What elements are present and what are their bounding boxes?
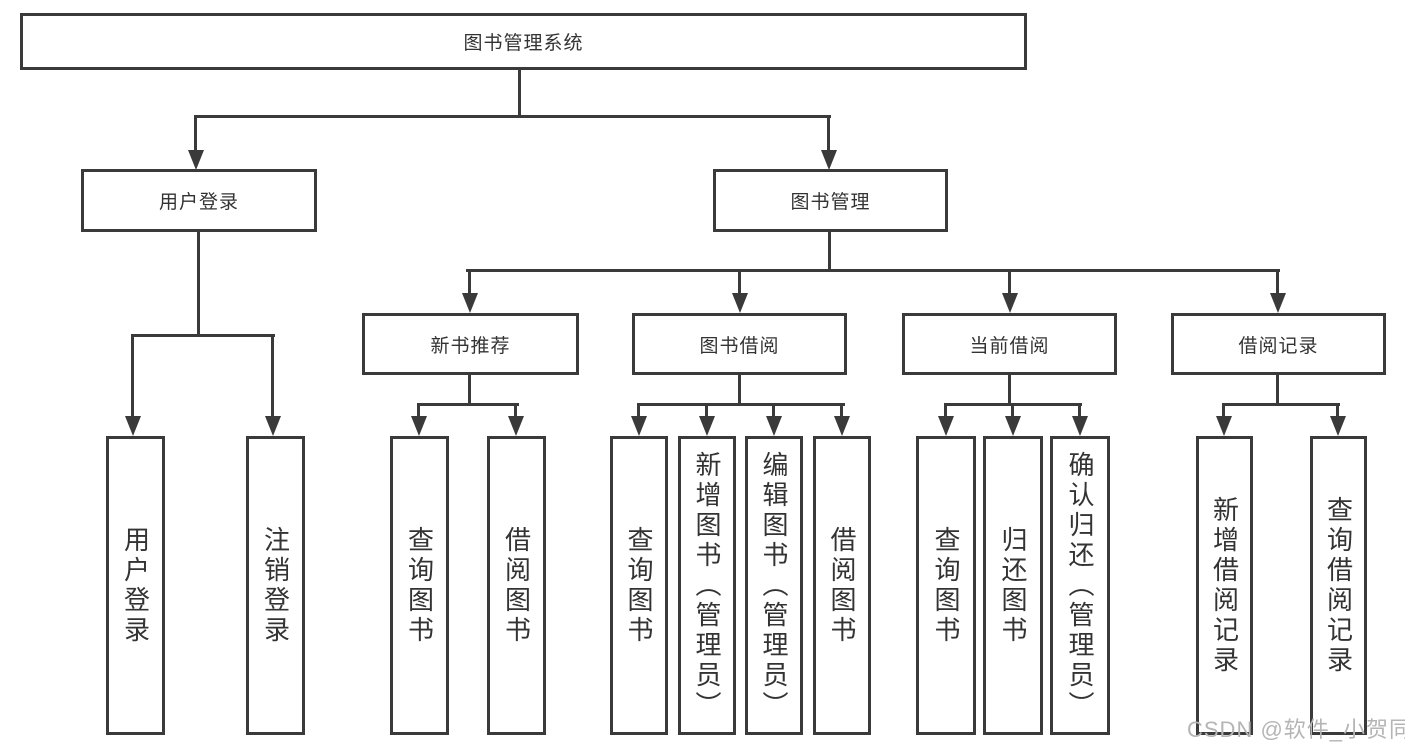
leaf-query-book-3: 查询图书 bbox=[916, 436, 976, 735]
node-label: 图书管理系统 bbox=[463, 33, 584, 54]
connector-line bbox=[1008, 269, 1011, 295]
node-label: 图书管理 bbox=[790, 192, 871, 213]
connector-line bbox=[197, 232, 200, 336]
connector-line bbox=[637, 403, 845, 406]
node-user-login: 用户登录 bbox=[81, 169, 317, 232]
node-label: 图书借阅 bbox=[699, 335, 780, 357]
node-label: 归还图书 bbox=[998, 525, 1028, 646]
arrowhead-down-icon bbox=[188, 150, 204, 170]
connector-line bbox=[828, 232, 831, 272]
arrowhead-down-icon bbox=[508, 416, 524, 436]
node-label: 查询图书 bbox=[931, 525, 961, 646]
arrowhead-down-icon bbox=[462, 293, 478, 313]
connector-line bbox=[1336, 403, 1339, 418]
arrowhead-down-icon bbox=[411, 416, 427, 436]
node-label: 编辑图书（管理员） bbox=[759, 450, 789, 721]
node-label: 查询借阅记录 bbox=[1323, 495, 1354, 676]
node-book-borrow: 图书借阅 bbox=[632, 313, 847, 375]
arrowhead-down-icon bbox=[938, 416, 954, 436]
connector-line bbox=[738, 375, 741, 406]
leaf-borrow-book-2: 借阅图书 bbox=[813, 436, 871, 735]
node-label: 注销登录 bbox=[260, 525, 291, 646]
node-label: 借阅图书 bbox=[501, 525, 532, 646]
node-label: 查询图书 bbox=[404, 525, 435, 646]
leaf-user-login: 用户登录 bbox=[106, 436, 165, 735]
connector-line bbox=[468, 375, 471, 406]
node-label: 查询图书 bbox=[624, 525, 654, 646]
arrowhead-down-icon bbox=[265, 416, 281, 436]
connector-line bbox=[772, 403, 775, 418]
connector-line bbox=[514, 403, 517, 418]
leaf-query-borrow-record: 查询借阅记录 bbox=[1310, 436, 1367, 735]
connector-line bbox=[195, 115, 831, 118]
connector-line bbox=[131, 334, 275, 337]
arrowhead-down-icon bbox=[834, 416, 850, 436]
connector-line bbox=[417, 403, 420, 418]
connector-line bbox=[1276, 269, 1279, 295]
arrowhead-down-icon bbox=[1270, 293, 1286, 313]
arrowhead-down-icon bbox=[125, 416, 141, 436]
connector-line bbox=[1222, 403, 1340, 406]
connector-line bbox=[417, 403, 519, 406]
leaf-return-book: 归还图书 bbox=[983, 436, 1043, 735]
connector-line bbox=[738, 269, 741, 295]
connector-line bbox=[637, 403, 640, 418]
connector-line bbox=[1222, 403, 1225, 418]
connector-line bbox=[466, 269, 1280, 272]
leaf-edit-book-admin: 编辑图书（管理员） bbox=[745, 436, 803, 735]
leaf-query-book-1: 查询图书 bbox=[390, 436, 449, 735]
node-label: 新增借阅记录 bbox=[1209, 495, 1240, 676]
arrowhead-down-icon bbox=[1330, 416, 1346, 436]
node-borrow-record: 借阅记录 bbox=[1171, 313, 1386, 375]
leaf-logout: 注销登录 bbox=[246, 436, 305, 735]
node-current-borrow: 当前借阅 bbox=[902, 313, 1117, 375]
node-label: 用户登录 bbox=[120, 525, 151, 646]
connector-line bbox=[840, 403, 843, 418]
connector-line bbox=[1276, 375, 1279, 406]
arrowhead-down-icon bbox=[1002, 293, 1018, 313]
connector-line bbox=[827, 115, 830, 151]
connector-line bbox=[1011, 403, 1014, 418]
node-label: 确认归还（管理员） bbox=[1065, 450, 1095, 721]
node-label: 借阅图书 bbox=[827, 525, 857, 646]
connector-line bbox=[194, 115, 197, 151]
node-new-book-recommend: 新书推荐 bbox=[362, 313, 579, 375]
arrowhead-down-icon bbox=[699, 416, 715, 436]
watermark: CSDN @软件_小贺同学 bbox=[1187, 717, 1405, 742]
leaf-add-borrow-record: 新增借阅记录 bbox=[1196, 436, 1253, 735]
node-label: 借阅记录 bbox=[1238, 335, 1319, 357]
connector-line bbox=[271, 334, 274, 418]
leaf-confirm-return-admin: 确认归还（管理员） bbox=[1050, 436, 1110, 735]
arrowhead-down-icon bbox=[766, 416, 782, 436]
connector-line bbox=[468, 269, 471, 295]
leaf-query-book-2: 查询图书 bbox=[610, 436, 668, 735]
node-book-management: 图书管理 bbox=[713, 169, 948, 232]
leaf-borrow-book-1: 借阅图书 bbox=[487, 436, 546, 735]
connector-line bbox=[131, 334, 134, 418]
connector-line bbox=[944, 403, 947, 418]
node-root: 图书管理系统 bbox=[20, 13, 1027, 70]
arrowhead-down-icon bbox=[732, 293, 748, 313]
node-label: 新书推荐 bbox=[430, 335, 511, 357]
arrowhead-down-icon bbox=[631, 416, 647, 436]
node-label: 新增图书（管理员） bbox=[692, 450, 722, 721]
connector-line bbox=[705, 403, 708, 418]
leaf-add-book-admin: 新增图书（管理员） bbox=[678, 436, 736, 735]
connector-line bbox=[1078, 403, 1081, 418]
node-label: 用户登录 bbox=[158, 192, 239, 213]
node-label: 当前借阅 bbox=[969, 335, 1050, 357]
arrowhead-down-icon bbox=[1005, 416, 1021, 436]
connector-line bbox=[1008, 375, 1011, 406]
arrowhead-down-icon bbox=[821, 150, 837, 170]
connector-line bbox=[518, 70, 521, 117]
arrowhead-down-icon bbox=[1072, 416, 1088, 436]
arrowhead-down-icon bbox=[1216, 416, 1232, 436]
